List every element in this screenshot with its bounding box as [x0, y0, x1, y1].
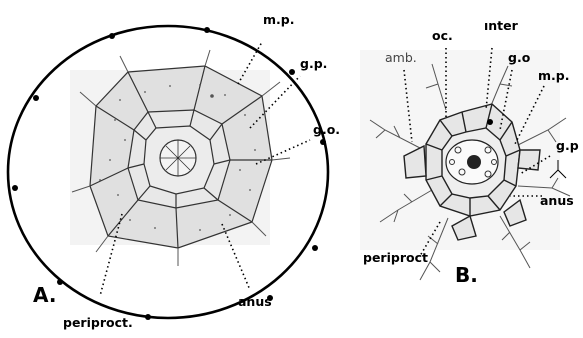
panel-b: oc. ınter amb. g.o m.p. g.p anus peripro…	[360, 18, 579, 287]
apical-disc	[90, 66, 272, 248]
label-a-anus: anus	[238, 294, 272, 309]
label-b-go: g.o	[508, 50, 531, 65]
label-b-mp: m.p.	[538, 68, 569, 83]
madreporite-dot	[487, 119, 493, 125]
label-b-gp: g.p	[556, 138, 579, 153]
label-b-periproct: periproct	[363, 250, 428, 265]
label-b-oc: oc.	[432, 28, 453, 43]
panel-a: m.p. g.p. g.o. periproct. anus A.	[8, 12, 340, 330]
panel-a-label: A.	[33, 283, 56, 307]
periproct-b	[446, 140, 498, 184]
label-a-mp: m.p.	[263, 12, 294, 27]
label-a-gp: g.p.	[300, 56, 327, 71]
label-a-periproct: periproct.	[63, 315, 133, 330]
label-b-inter: ınter	[484, 18, 519, 33]
panel-b-label: B.	[455, 263, 478, 287]
label-b-amb: amb.	[385, 50, 417, 65]
label-b-anus: anus	[540, 193, 574, 208]
label-a-go: g.o.	[313, 122, 340, 137]
